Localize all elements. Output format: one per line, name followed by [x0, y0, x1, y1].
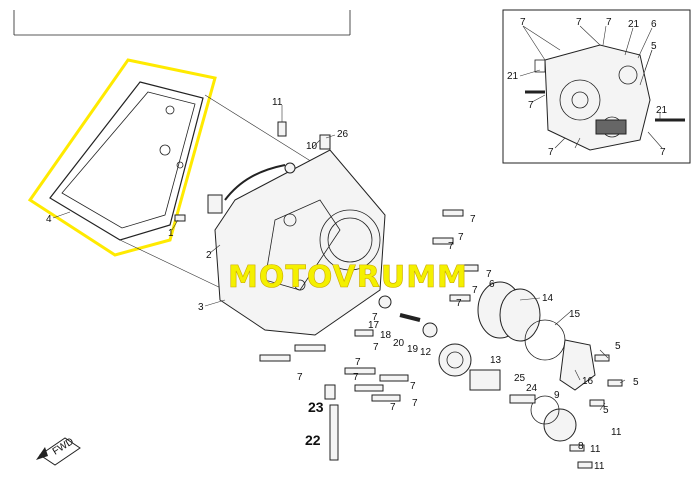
- callout-12: 12: [420, 347, 432, 358]
- oil-filter: [477, 281, 596, 391]
- callout-25: 25: [514, 373, 526, 384]
- callout-7: 7: [353, 372, 359, 383]
- cover-bolts: [259, 209, 479, 402]
- inset-callout-7: 7: [548, 147, 554, 158]
- speed-sensor: [207, 162, 296, 214]
- callout-19: 19: [407, 344, 419, 355]
- callout-7: 7: [472, 285, 478, 296]
- inset-detail-view: 7 7 7 21 6 5 21 7 21 7 7: [502, 9, 691, 164]
- callout-leaders: [52, 105, 626, 411]
- callout-2: 2: [206, 250, 212, 261]
- inset-callout-5: 5: [651, 41, 657, 52]
- callout-13: 13: [490, 355, 502, 366]
- callout-14: 14: [542, 293, 554, 304]
- shaft-and-pin: [324, 384, 339, 461]
- watermark-text: MOTOVRUMM: [228, 260, 468, 295]
- callout-7: 7: [456, 298, 462, 309]
- inset-callout-7: 7: [576, 17, 582, 28]
- callout-7: 7: [297, 372, 303, 383]
- inset-callout-7: 7: [520, 17, 526, 28]
- bearing-assembly: [378, 295, 501, 391]
- callout-22: 22: [305, 432, 321, 448]
- callout-7: 7: [410, 381, 416, 392]
- inset-callout-21: 21: [507, 71, 519, 82]
- callout-8: 8: [578, 441, 584, 452]
- callout-labels: 11 26 10 4 1 2 3 7 7 7 7 7 7 7 7 7 7 7 7…: [46, 97, 639, 472]
- callout-15: 15: [569, 309, 581, 320]
- callout-4: 4: [46, 214, 52, 225]
- callout-7: 7: [470, 214, 476, 225]
- clutch-cover: [214, 149, 386, 336]
- callout-9: 9: [554, 390, 560, 401]
- callout-24: 24: [526, 383, 538, 394]
- forward-direction-badge: FWD: [36, 436, 81, 466]
- callout-7: 7: [412, 398, 418, 409]
- callout-11: 11: [594, 461, 605, 472]
- inset-callout-21: 21: [656, 105, 668, 116]
- callout-10: 10: [306, 141, 318, 152]
- cover-gasket: [27, 58, 217, 257]
- inset-callout-7: 7: [660, 147, 666, 158]
- callout-7: 7: [355, 357, 361, 368]
- callout-7: 7: [458, 232, 464, 243]
- callout-7: 7: [372, 312, 378, 323]
- callout-5: 5: [615, 341, 621, 352]
- callout-20: 20: [393, 338, 405, 349]
- inset-callout-21: 21: [628, 19, 640, 30]
- callout-11: 11: [611, 427, 622, 438]
- callout-7: 7: [486, 269, 492, 280]
- callout-1: 1: [168, 228, 174, 239]
- callout-17: 17: [368, 320, 380, 331]
- callout-7: 7: [390, 402, 396, 413]
- callout-7: 7: [373, 342, 379, 353]
- callout-11: 11: [272, 97, 283, 108]
- callout-6: 6: [489, 279, 495, 290]
- pump-cover: [509, 394, 577, 442]
- callout-11: 11: [590, 444, 601, 455]
- callout-18: 18: [380, 330, 392, 341]
- inset-callout-7: 7: [606, 17, 612, 28]
- callout-16: 16: [582, 376, 594, 387]
- callout-23: 23: [308, 399, 324, 415]
- callout-5: 5: [603, 405, 609, 416]
- callout-5: 5: [633, 377, 639, 388]
- callout-26: 26: [337, 129, 349, 140]
- callout-7: 7: [448, 241, 454, 252]
- inset-callout-6: 6: [651, 19, 657, 30]
- inset-callout-7: 7: [528, 100, 534, 111]
- callout-3: 3: [198, 302, 204, 313]
- title-strip: [13, 10, 351, 36]
- assembly-guide-lines: [119, 94, 326, 291]
